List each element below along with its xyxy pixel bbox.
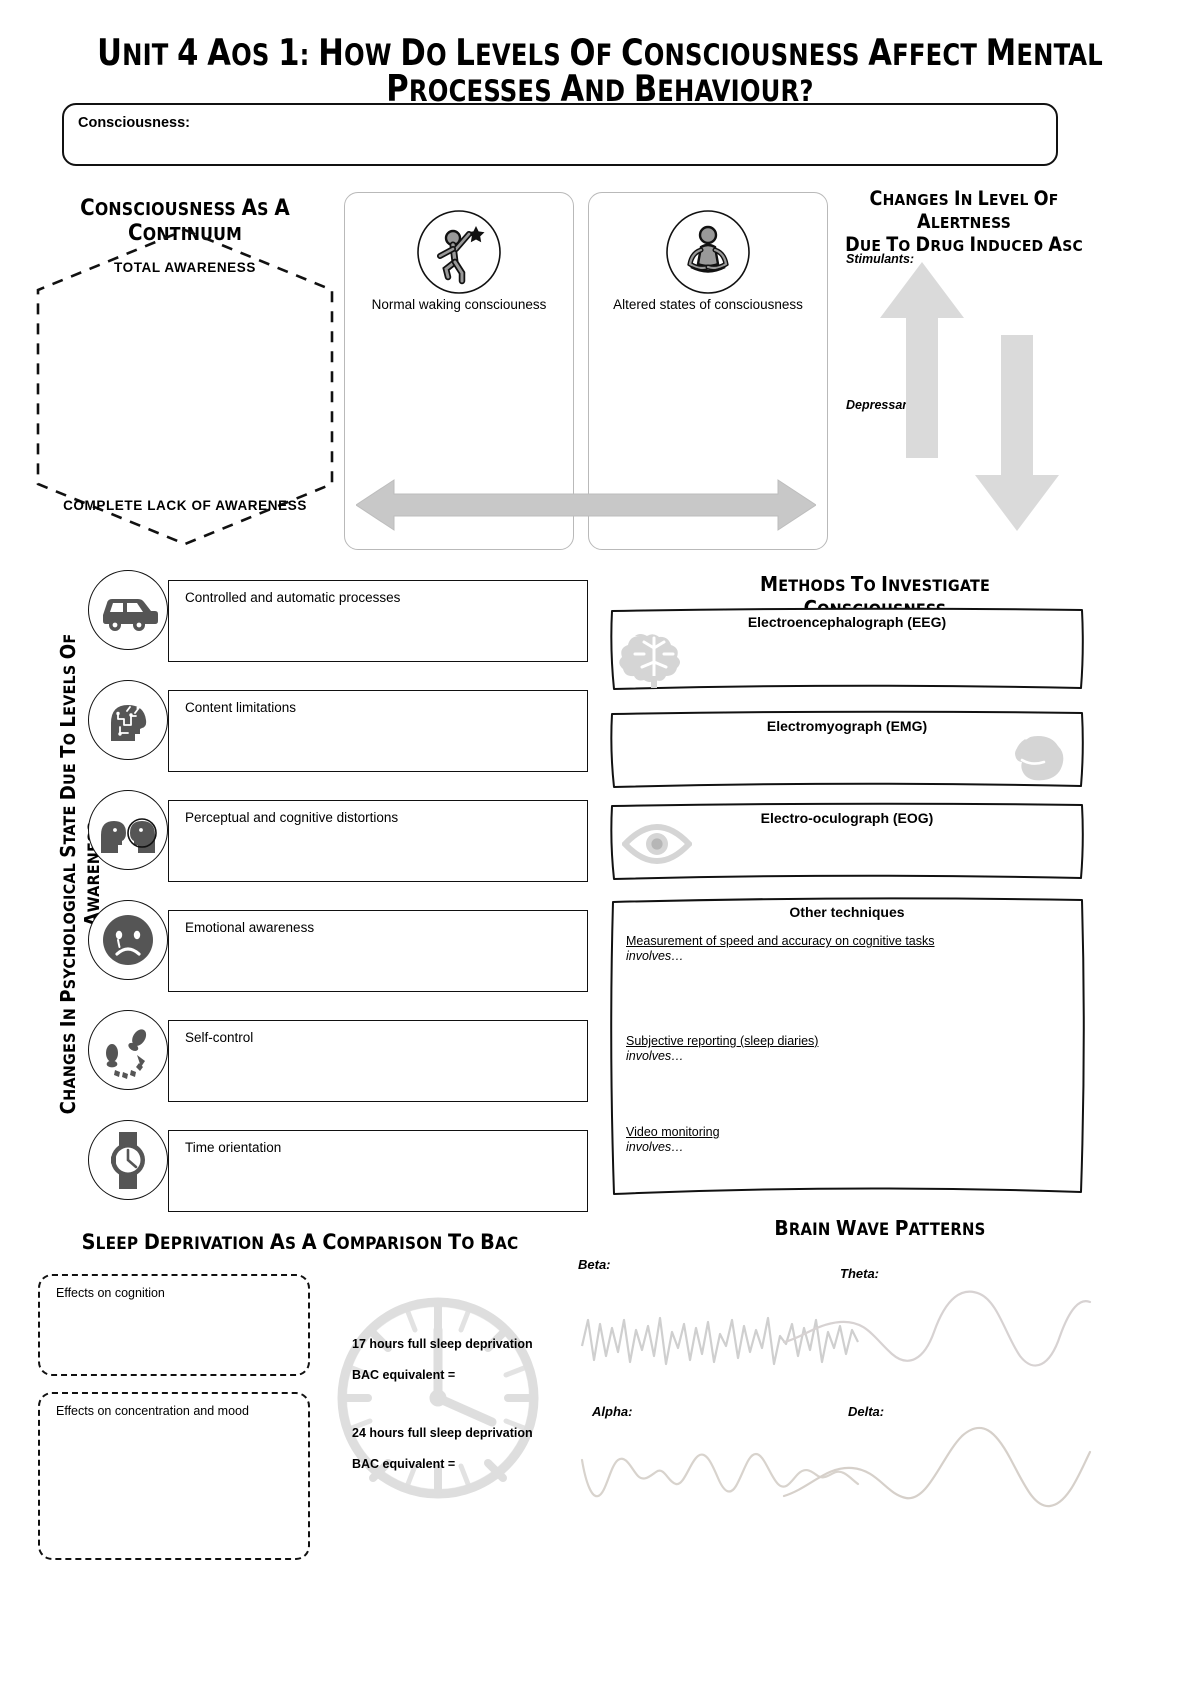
eog-title: Electro-oculograph (EOG) — [760, 810, 934, 826]
psych-answer-box[interactable]: Content limitations — [168, 690, 588, 772]
car-icon — [88, 570, 168, 650]
psych-answer-box[interactable]: Time orientation — [168, 1130, 588, 1212]
hexagon-shape — [36, 228, 334, 546]
beta-wave-label: Beta: — [578, 1257, 611, 1272]
effects-on-cognition-label: Effects on cognition — [56, 1286, 165, 1300]
bac-line-24h: 24 hours full sleep deprivation — [352, 1426, 533, 1440]
drug-asc-heading: CHANGES IN LEVEL OF ALERTNESS DUE TO DRU… — [836, 188, 1092, 257]
delta-wave-label: Delta: — [848, 1404, 885, 1419]
psych-row-label: Self-control — [185, 1030, 254, 1045]
other-technique-involves: involves… — [626, 1140, 684, 1154]
effects-on-concentration-mood-label: Effects on concentration and mood — [56, 1404, 249, 1418]
theta-wave-icon — [782, 1280, 1092, 1395]
other-technique-item[interactable]: Measurement of speed and accuracy on cog… — [626, 934, 935, 963]
normal-waking-consciousness-card[interactable]: Normal waking consciouness — [344, 192, 574, 550]
other-technique-header: Video monitoring — [626, 1125, 720, 1139]
psych-row-label: Emotional awareness — [185, 920, 315, 935]
eeg-box[interactable]: Electroencephalograph (EEG) — [608, 604, 1086, 694]
bac-line-17h: 17 hours full sleep deprivation — [352, 1337, 533, 1351]
two-faces-icon — [88, 790, 168, 870]
eye-icon — [620, 823, 694, 869]
continuum-hexagon: TOTAL AWARENESS COMPLETE LACK OF AWARENE… — [30, 222, 340, 552]
meditating-person-icon — [589, 209, 827, 295]
brain-icon — [618, 624, 690, 695]
bac-equivalent-24h[interactable]: BAC equivalent = — [352, 1457, 456, 1471]
complete-lack-awareness-label: COMPLETE LACK OF AWARENESS — [63, 498, 307, 513]
sketch-border — [610, 897, 1085, 1195]
bicep-muscle-icon — [1008, 726, 1072, 789]
psych-answer-box[interactable]: Controlled and automatic processes — [168, 580, 588, 662]
sad-face-icon — [88, 900, 168, 980]
psych-answer-box[interactable]: Self-control — [168, 1020, 588, 1102]
normal-waking-consciousness-label: Normal waking consciouness — [371, 297, 547, 312]
psych-row-label: Time orientation — [185, 1140, 282, 1155]
bac-equivalent-17h[interactable]: BAC equivalent = — [352, 1368, 456, 1382]
sketch-border — [610, 710, 1084, 788]
eeg-title: Electroencephalograph (EEG) — [747, 614, 947, 630]
other-technique-item[interactable]: Subjective reporting (sleep diaries) inv… — [626, 1034, 818, 1063]
footsteps-icon — [88, 1010, 168, 1090]
continuum-double-arrow-icon — [355, 474, 817, 541]
page-title: UNIT 4 AOS 1: HOW DO LEVELS OF CONSCIOUS… — [97, 31, 1103, 110]
effects-on-cognition-box[interactable]: Effects on cognition — [38, 1274, 310, 1376]
depressants-label: Depressants: — [846, 398, 926, 412]
alpha-wave-label: Alpha: — [592, 1404, 633, 1419]
consciousness-definition-box[interactable]: Consciousness: — [62, 103, 1058, 166]
beta-wave-icon — [580, 1290, 860, 1387]
other-technique-involves: involves… — [626, 1049, 684, 1063]
arrow-up-icon — [880, 262, 964, 463]
sketch-border — [610, 607, 1084, 690]
altered-states-label: Altered states of consciousness — [613, 297, 803, 312]
delta-wave-icon — [782, 1422, 1092, 1537]
wristwatch-icon — [88, 1120, 168, 1200]
running-person-icon — [345, 209, 573, 295]
psych-row-label: Controlled and automatic processes — [185, 590, 401, 605]
other-technique-header: Measurement of speed and accuracy on cog… — [626, 934, 935, 948]
emg-box[interactable]: Electromyograph (EMG) — [608, 708, 1086, 792]
psych-row-label: Perceptual and cognitive distortions — [185, 810, 399, 825]
other-technique-item[interactable]: Video monitoring involves… — [626, 1125, 720, 1154]
psych-row-label: Content limitations — [185, 700, 297, 715]
psych-answer-box[interactable]: Perceptual and cognitive distortions — [168, 800, 588, 882]
emg-title: Electromyograph (EMG) — [766, 718, 928, 734]
alpha-wave-icon — [580, 1432, 860, 1517]
eog-box[interactable]: Electro-oculograph (EOG) — [608, 800, 1086, 884]
drug-asc-heading-line2: DUE TO DRUG INDUCED ASC — [845, 233, 1083, 256]
head-circuit-icon — [88, 680, 168, 760]
arrow-down-icon — [975, 335, 1059, 536]
sleep-deprivation-heading: SLEEP DEPRIVATION AS A COMPARISON TO BAC — [81, 1230, 519, 1255]
other-technique-header: Subjective reporting (sleep diaries) — [626, 1034, 819, 1048]
total-awareness-label: TOTAL AWARENESS — [113, 260, 257, 275]
psych-answer-box[interactable]: Emotional awareness — [168, 910, 588, 992]
sketch-clock-icon — [334, 1272, 542, 1529]
sketch-border — [610, 802, 1084, 880]
other-techniques-title: Other techniques — [789, 904, 905, 920]
effects-on-concentration-mood-box[interactable]: Effects on concentration and mood — [38, 1392, 310, 1560]
theta-wave-label: Theta: — [840, 1266, 879, 1281]
stimulants-label: Stimulants: — [846, 252, 915, 266]
drug-asc-heading-line1: CHANGES IN LEVEL OF ALERTNESS — [869, 187, 1059, 233]
continuum-heading: CONSCIOUSNESS AS A CONTINUUM — [80, 196, 290, 246]
other-techniques-box[interactable]: Other techniques Measurement of speed an… — [608, 894, 1086, 1200]
other-technique-involves: involves… — [626, 949, 684, 963]
brain-waves-heading: BRAIN WAVE PATTERNS — [774, 1216, 986, 1240]
consciousness-label: Consciousness: — [78, 115, 190, 131]
